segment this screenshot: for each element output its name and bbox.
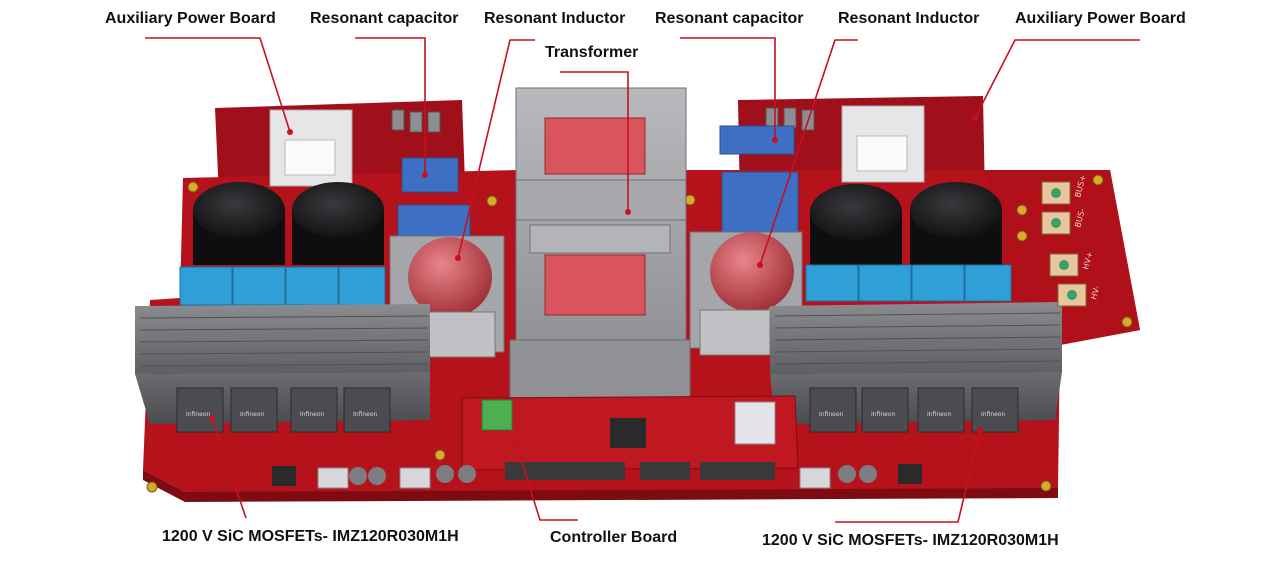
svg-text:Infineon: Infineon [240,411,265,418]
aux-transformer-right [841,105,925,183]
aux-transformer-left [269,109,353,187]
transformer [509,87,691,409]
mounting-holes [146,174,1133,493]
svg-text:Infineon: Infineon [186,411,211,418]
leader-transformer [560,71,629,212]
label-sic-mosfets-right: 1200 V SiC MOSFETs- IMZ120R030M1H [762,532,1059,549]
resonant-capacitor-right [719,125,799,241]
leader-inductor-left [457,39,535,259]
mosfets-left [176,387,391,433]
leader-aux-left [145,37,291,133]
label-resonant-capacitor-left: Resonant capacitor [310,10,459,27]
leader-controller [514,439,578,521]
mosfets-right [809,387,1019,433]
label-resonant-capacitor-right: Resonant capacitor [655,10,804,27]
resonant-capacitor-left [397,157,471,242]
svg-text:Infineon: Infineon [300,411,325,418]
label-transformer: Transformer [545,44,639,61]
svg-text:Infineon: Infineon [819,411,844,418]
leader-dots [209,115,983,443]
infineon-markings: Infineon Infineon Infineon Infineon Infi… [186,411,1006,418]
label-aux-power-board-left: Auxiliary Power Board [105,10,276,27]
svg-text:Infineon: Infineon [353,411,378,418]
label-aux-power-board-right: Auxiliary Power Board [1015,10,1186,27]
resonant-inductor-left [389,235,505,358]
leader-mosfets-right [835,429,981,523]
label-resonant-inductor-left: Resonant Inductor [484,10,626,27]
svg-text:Infineon: Infineon [871,411,896,418]
label-resonant-inductor-right: Resonant Inductor [838,10,980,27]
label-sic-mosfets-left: 1200 V SiC MOSFETs- IMZ120R030M1H [162,528,459,545]
hv-connectors [1041,181,1087,307]
leader-aux-right [974,39,1140,119]
film-capacitors [179,264,1012,306]
svg-text:Infineon: Infineon [927,411,952,418]
controller-board [461,395,799,480]
svg-text:HV-: HV- [1089,285,1101,301]
label-controller-board: Controller Board [550,529,678,546]
svg-text:Infineon: Infineon [981,411,1006,418]
leader-lines [145,37,1140,523]
leader-cap-right [680,37,776,140]
leader-mosfets-left [211,417,247,519]
leader-cap-left [355,37,426,175]
bottom-components [272,464,922,489]
electrolytic-capacitors [193,182,1002,267]
leader-inductor-right [759,39,858,266]
